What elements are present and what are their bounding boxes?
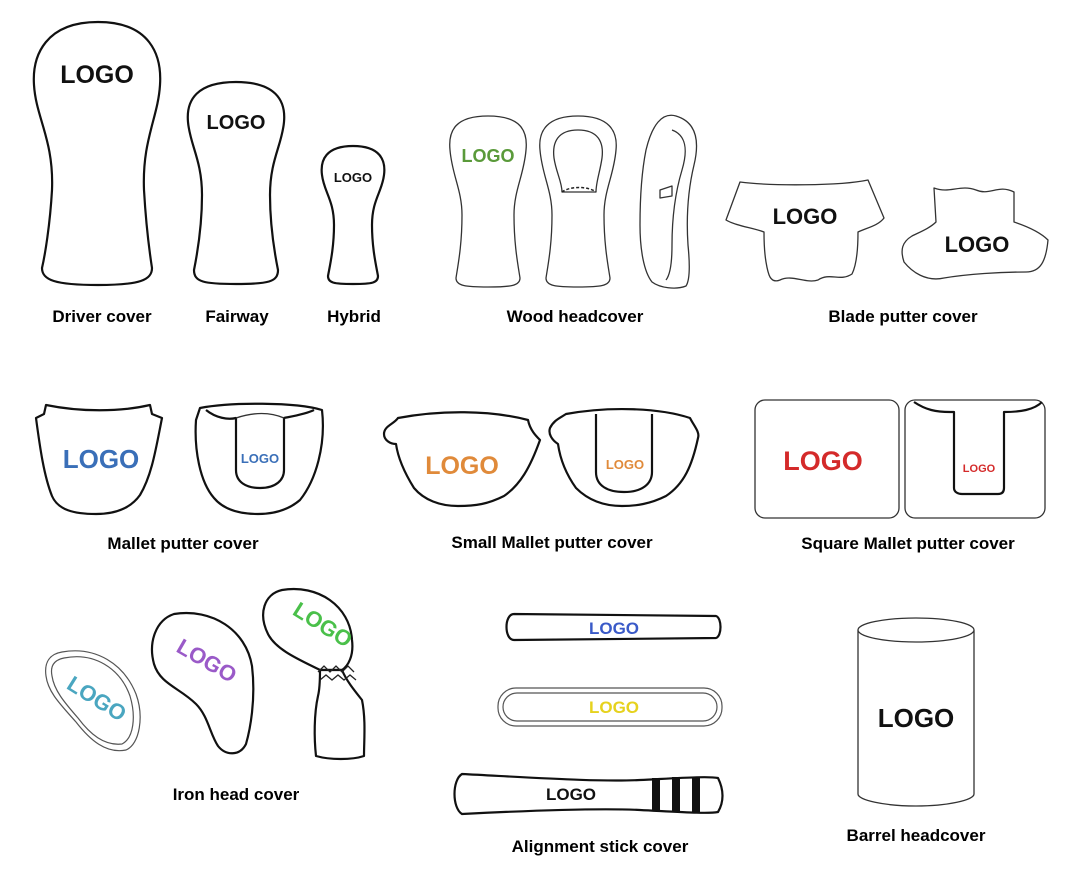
blade-logo-2: LOGO (945, 232, 1010, 257)
small-mallet-logo-2: LOGO (606, 457, 644, 472)
square-mallet-label: Square Mallet putter cover (801, 534, 1015, 553)
alignment-label: Alignment stick cover (512, 837, 689, 856)
mallet-logo-1: LOGO (63, 444, 140, 474)
blade-logo-1: LOGO (773, 204, 838, 229)
driver-cover-label: Driver cover (52, 307, 152, 326)
stick-grip-stripe (652, 778, 660, 811)
stick-logo-2: LOGO (589, 698, 639, 717)
mallet-label: Mallet putter cover (107, 534, 259, 553)
hybrid-label: Hybrid (327, 307, 381, 326)
fairway-logo: LOGO (207, 112, 266, 134)
wood-headcover: LOGO (449, 114, 698, 289)
hybrid-logo: LOGO (334, 170, 372, 185)
small-mallet-putter-cover: LOGO LOGO (382, 407, 700, 508)
hybrid-cover: LOGO (320, 144, 386, 286)
stick-grip-stripe (672, 777, 680, 812)
fairway-cover: LOGO (186, 80, 286, 286)
barrel-label: Barrel headcover (847, 826, 986, 845)
stick-grip-stripe (692, 777, 700, 812)
barrel-logo: LOGO (878, 703, 955, 733)
mallet-logo-2: LOGO (241, 451, 279, 466)
alignment-stick-cover: LOGO LOGO LOGO (453, 612, 724, 816)
wood-logo: LOGO (462, 146, 515, 166)
small-mallet-label: Small Mallet putter cover (451, 533, 653, 552)
barrel-headcover: LOGO (857, 617, 975, 807)
blade-putter-cover: LOGO LOGO (725, 179, 1049, 282)
stick-logo-3: LOGO (546, 785, 596, 804)
iron-head-cover: LOGO LOGO LOGO (45, 587, 366, 761)
blade-label: Blade putter cover (828, 307, 978, 326)
mallet-putter-cover: LOGO LOGO (34, 402, 324, 516)
square-mallet-logo-2: LOGO (963, 463, 996, 475)
wood-label: Wood headcover (507, 307, 644, 326)
iron-label: Iron head cover (173, 785, 300, 804)
driver-logo: LOGO (60, 61, 134, 89)
square-mallet-putter-cover: LOGO LOGO (754, 399, 1046, 519)
fairway-label: Fairway (205, 307, 269, 326)
stick-logo-1: LOGO (589, 619, 639, 638)
driver-cover: LOGO (32, 20, 162, 287)
square-mallet-logo-1: LOGO (783, 446, 863, 476)
small-mallet-logo-1: LOGO (425, 452, 499, 480)
